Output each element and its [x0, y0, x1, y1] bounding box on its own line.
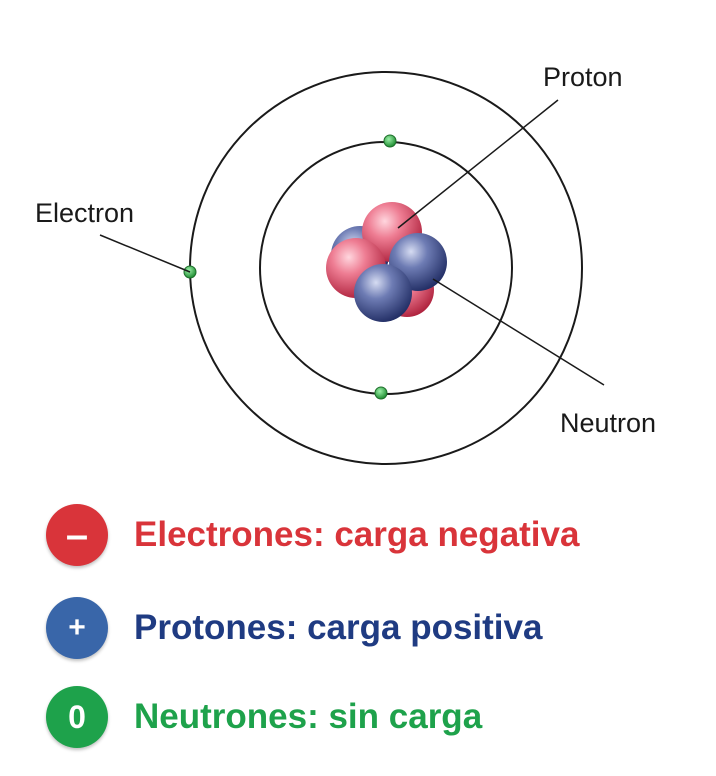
electron-particle [374, 386, 388, 400]
proton-label: Proton [543, 62, 623, 92]
proton-leader-line [397, 99, 559, 229]
legend-row-neutrons: 0 Neutrones: sin carga [46, 685, 482, 749]
legend-row-electrons: – Electrones: carga negativa [46, 503, 579, 567]
legend-text-protons: Protones: carga positiva [134, 608, 543, 647]
zero-icon: 0 [46, 686, 108, 748]
electron-leader-line [99, 234, 191, 273]
nucleus [326, 202, 447, 322]
electron-particle [383, 134, 397, 148]
legend-text-neutrons: Neutrones: sin carga [134, 697, 483, 736]
plus-icon: + [46, 597, 108, 659]
neutron-leader-line [432, 278, 605, 386]
neutron-label: Neutron [560, 408, 656, 438]
electron-label: Electron [35, 198, 134, 228]
legend-row-protons: + Protones: carga positiva [46, 596, 542, 660]
minus-icon: – [46, 504, 108, 566]
legend-text-electrons: Electrones: carga negativa [134, 515, 580, 554]
neutron-particle [354, 264, 412, 322]
atom-diagram: Proton Electron Neutron [35, 62, 656, 465]
